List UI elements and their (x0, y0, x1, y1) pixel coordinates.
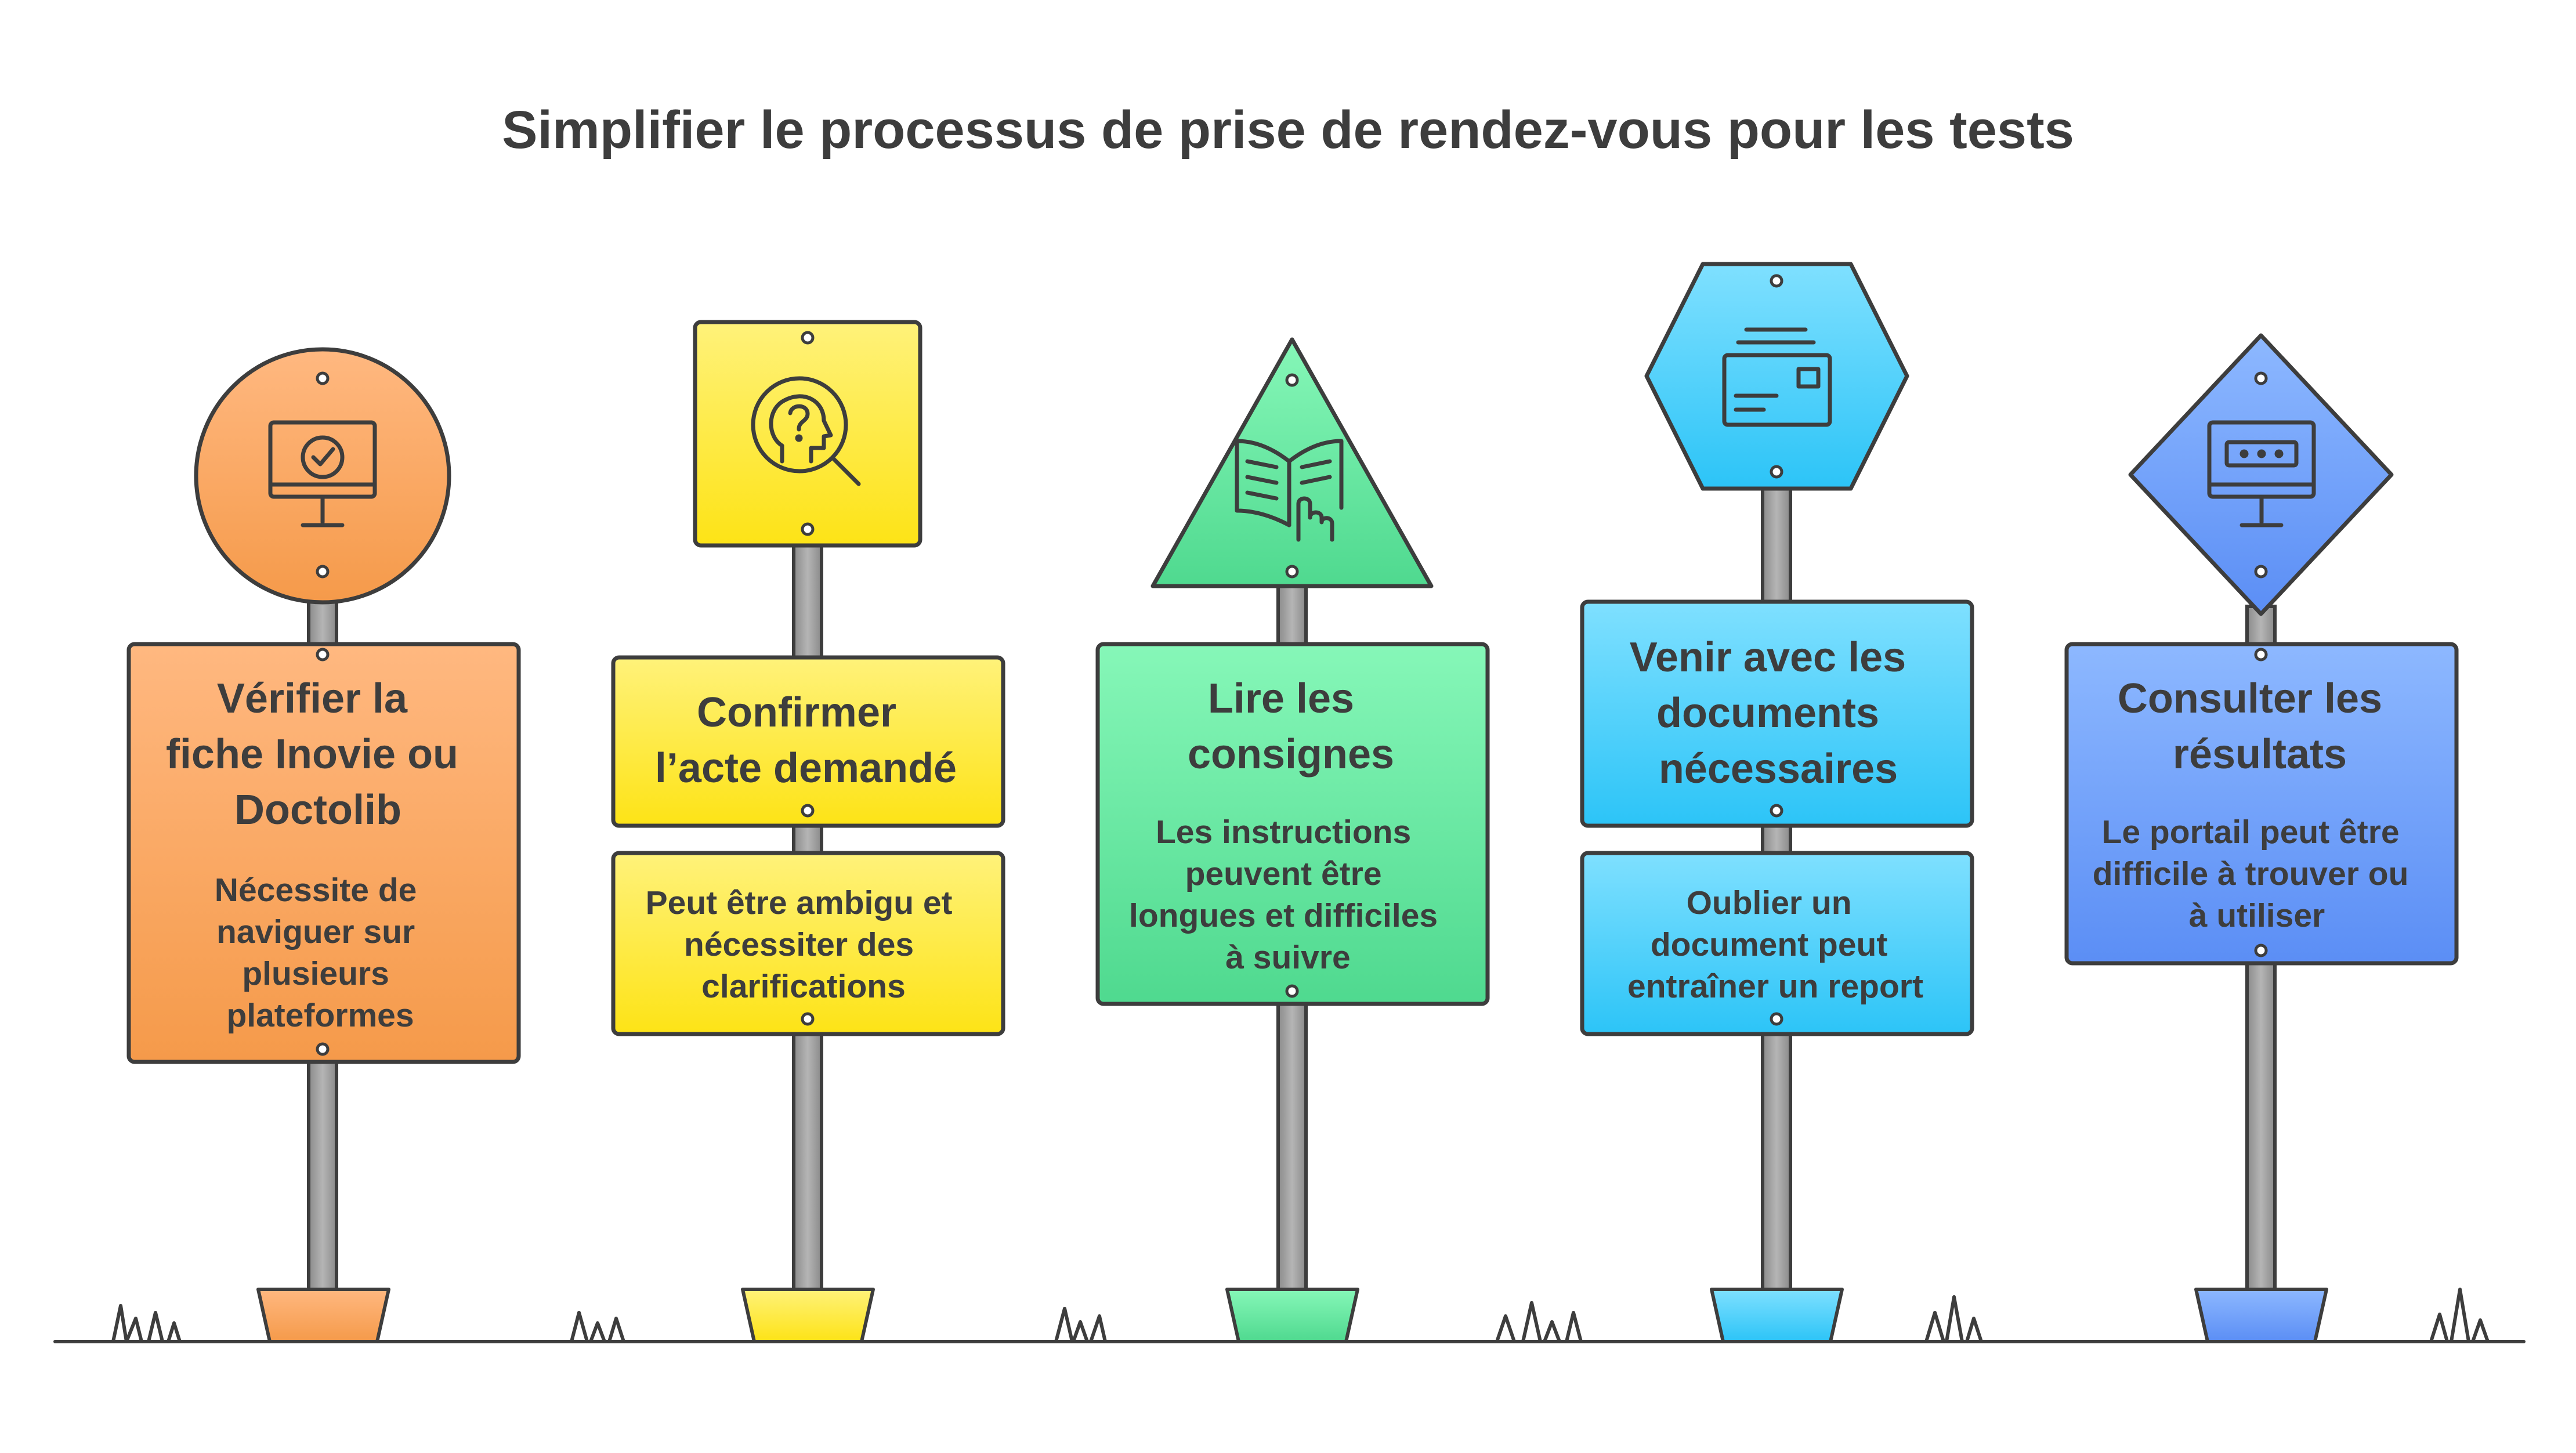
sign-board (2064, 642, 2459, 966)
sign-heading: Confirmer l’acte demandé (655, 689, 957, 791)
sign-consulter: Consulter les résultats Le portail peut … (2064, 333, 2459, 1343)
sign-description: Oublier un document peut entraîner un re… (1627, 884, 1923, 1005)
sign-base (1225, 1288, 1359, 1343)
monitor-password-icon (2207, 420, 2316, 527)
sign-top-square (693, 320, 922, 548)
documents-card-icon (1722, 327, 1832, 427)
head-question-search-icon (751, 376, 861, 486)
sign-board-description (1580, 851, 1974, 1036)
sign-board (611, 655, 1005, 828)
diagram-title: Simplifier le processus de prise de rend… (502, 100, 2074, 160)
sign-venir: Venir avec les documents nécessaires Oub… (1580, 262, 1974, 1343)
sign-heading: Lire les consignes (1188, 675, 1394, 778)
sign-heading: Venir avec les documents nécessaires (1630, 634, 1917, 792)
sign-top-triangle (1150, 337, 1434, 588)
sign-heading: Consulter les résultats (2118, 675, 2394, 778)
sign-base (741, 1288, 875, 1343)
sign-base (1710, 1288, 1844, 1343)
sign-base (256, 1288, 390, 1343)
sign-description: Nécessite de naviguer sur plusieurs plat… (215, 872, 426, 1034)
sign-top-diamond (2128, 333, 2394, 616)
monitor-check-icon (268, 420, 377, 527)
sign-confirmer: Confirmer l’acte demandé Peut être ambig… (611, 320, 1005, 1343)
sign-base (2194, 1288, 2328, 1343)
sign-description: Le portail peut être difficile à trouver… (2093, 814, 2418, 934)
sign-board (126, 642, 521, 1064)
sign-description: Les instructions peuvent être longues et… (1129, 814, 1447, 976)
sign-lire: Lire les consignes Les instructions peuv… (1095, 337, 1490, 1343)
sign-board (1095, 642, 1490, 1006)
sign-heading: Vérifier la fiche Inovie ou Doctolib (166, 675, 470, 833)
sign-top-hexagon (1644, 262, 1909, 491)
sign-board-description (611, 851, 1005, 1036)
sign-verifier: Vérifier la fiche Inovie ou Doctolib Néc… (126, 347, 521, 1343)
sign-description: Peut être ambigu et nécessiter des clari… (646, 884, 962, 1005)
book-hand-icon (1235, 439, 1344, 542)
sign-board (1580, 599, 1974, 828)
